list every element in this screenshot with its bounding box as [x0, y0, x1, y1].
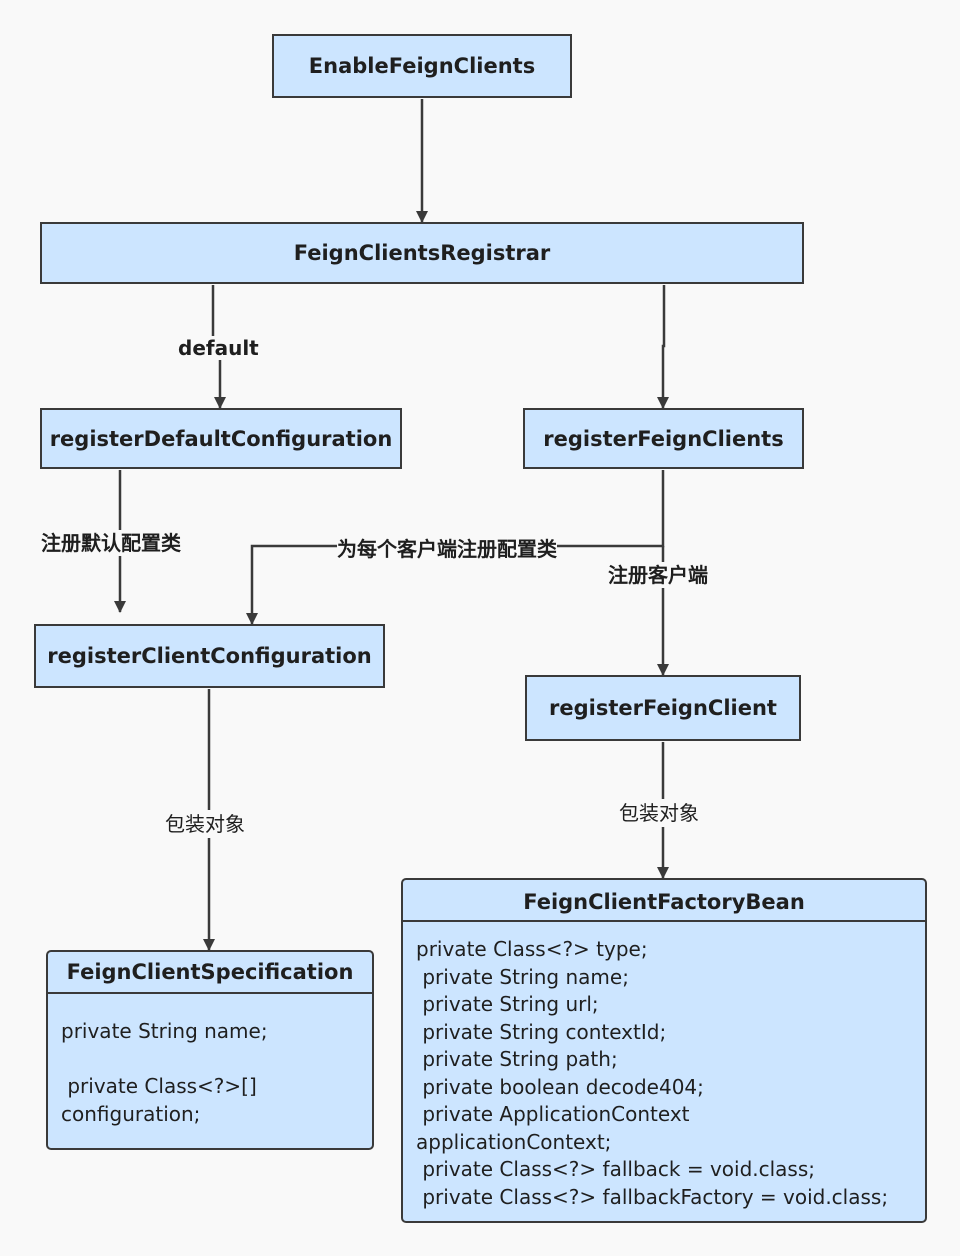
edge-label-wrap-left: 包装对象: [165, 810, 245, 838]
class-feign-client-factory-bean: FeignClientFactoryBean private Class<?> …: [401, 878, 927, 1223]
node-register-feign-client-label: registerFeignClient: [549, 696, 777, 720]
node-register-client-configuration: registerClientConfiguration: [34, 624, 385, 688]
edge-label-register-default-config: 注册默认配置类: [41, 530, 181, 556]
node-register-client-configuration-label: registerClientConfiguration: [47, 644, 372, 668]
edge-label-default: default: [176, 336, 261, 360]
node-register-feign-client: registerFeignClient: [525, 675, 801, 741]
node-register-default-configuration: registerDefaultConfiguration: [40, 408, 402, 469]
node-register-feign-clients-label: registerFeignClients: [543, 426, 784, 451]
node-feign-clients-registrar-label: FeignClientsRegistrar: [293, 241, 551, 265]
class-feign-client-specification-body: private String name; private Class<?>[] …: [61, 1019, 268, 1126]
edge-label-wrap-right: 包装对象: [619, 799, 699, 827]
edge-label-register-client: 注册客户端: [608, 562, 708, 588]
edge-label-per-client-config: 为每个客户端注册配置类: [337, 536, 557, 562]
class-feign-client-specification: FeignClientSpecification private String …: [46, 950, 374, 1150]
node-enable-feign-clients-label: EnableFeignClients: [308, 54, 536, 78]
class-feign-client-factory-bean-body: private Class<?> type; private String na…: [416, 937, 889, 1209]
class-feign-client-factory-bean-title: FeignClientFactoryBean: [403, 880, 925, 922]
node-feign-clients-registrar: FeignClientsRegistrar: [40, 222, 804, 284]
node-register-default-configuration-label: registerDefaultConfiguration: [49, 426, 393, 451]
edge-registrar-to-register-clients: [657, 285, 669, 409]
node-register-feign-clients: registerFeignClients: [523, 408, 804, 469]
node-enable-feign-clients: EnableFeignClients: [272, 34, 572, 98]
class-feign-client-specification-title: FeignClientSpecification: [48, 952, 372, 994]
